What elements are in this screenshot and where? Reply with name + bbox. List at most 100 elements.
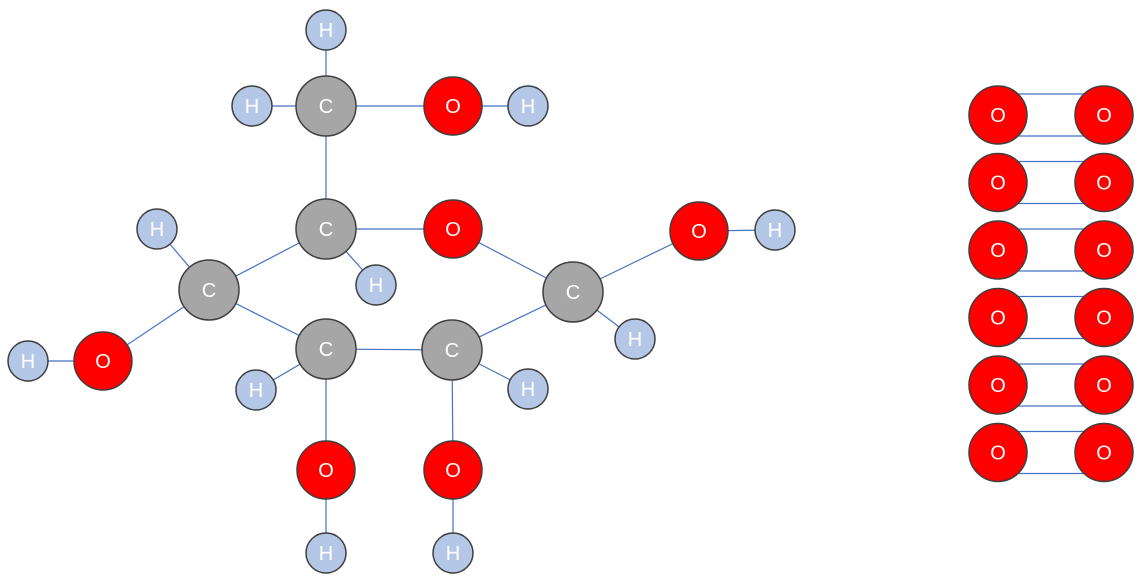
oxygen-atom-label: O	[990, 308, 1006, 330]
hydrogen-atom-label: H	[245, 96, 259, 118]
oxygen-atom: O	[423, 199, 483, 259]
hydrogen-atom-label: H	[249, 380, 263, 402]
oxygen-atom-label: O	[990, 240, 1006, 262]
carbon-atom: C	[295, 318, 357, 380]
hydrogen-atom-label: H	[150, 219, 164, 241]
oxygen-atom-label: O	[990, 375, 1006, 397]
carbon-atom: C	[542, 261, 604, 323]
oxygen-atom: O	[968, 422, 1028, 483]
hydrogen-atom-circle	[231, 85, 273, 127]
oxygen-atom-label: O	[990, 105, 1006, 127]
oxygen-atom-circle	[968, 355, 1028, 415]
oxygen-atom: O	[968, 85, 1028, 145]
carbon-atom-circle	[542, 261, 604, 323]
hydrogen-atom-label: H	[21, 351, 35, 373]
carbon-atom-label: C	[319, 339, 333, 361]
hydrogen-atom-circle	[507, 368, 549, 410]
hydrogen-atom-circle	[305, 532, 347, 574]
carbon-atom-circle	[178, 259, 240, 321]
carbon-atom-label: C	[445, 340, 459, 362]
oxygen-atom-circle	[1074, 152, 1134, 213]
oxygen-atom: O	[968, 355, 1028, 415]
hydrogen-atom-circle	[7, 340, 49, 382]
oxygen-atom: O	[1074, 85, 1134, 145]
oxygen-atom-circle	[968, 152, 1028, 213]
oxygen-atom-circle	[73, 331, 133, 391]
oxygen-atom-circle	[1074, 220, 1134, 280]
hydrogen-atom: H	[305, 9, 347, 51]
oxygen-atom-circle	[968, 422, 1028, 483]
hydrogen-atom-circle	[305, 9, 347, 51]
oxygen-atom: O	[1074, 422, 1134, 483]
hydrogen-atom: H	[231, 85, 273, 127]
oxygen-atom-label: O	[445, 219, 461, 241]
oxygen-atom-label: O	[1096, 375, 1112, 397]
oxygen-atom-circle	[1074, 355, 1134, 415]
oxygen-atom: O	[968, 287, 1028, 348]
oxygen-atom-label: O	[1096, 443, 1112, 465]
hydrogen-atom: H	[754, 209, 796, 251]
hydrogen-atom: H	[507, 368, 549, 410]
oxygen-atom: O	[296, 440, 356, 500]
oxygen-atom: O	[968, 152, 1028, 213]
oxygen-atom-label: O	[1096, 105, 1112, 127]
oxygen-atom-label: O	[318, 460, 334, 482]
oxygen-atom-circle	[296, 440, 356, 500]
oxygen-atom: O	[423, 76, 483, 136]
hydrogen-atom-label: H	[319, 20, 333, 42]
hydrogen-atom: H	[305, 532, 347, 574]
hydrogen-atom-label: H	[521, 96, 535, 118]
oxygen-atom-label: O	[1096, 308, 1112, 330]
hydrogen-atom-label: H	[768, 220, 782, 242]
oxygen-atom-circle	[423, 76, 483, 136]
carbon-atom: C	[178, 259, 240, 321]
oxygen-atom-label: O	[691, 221, 707, 243]
hydrogen-atom-label: H	[521, 379, 535, 401]
hydrogen-atom-circle	[432, 532, 474, 574]
oxygen-atom-circle	[1074, 422, 1134, 483]
oxygen-atom-circle	[1074, 287, 1134, 348]
hydrogen-atom-circle	[507, 85, 549, 127]
hydrogen-atom-circle	[754, 209, 796, 251]
oxygen-atom: O	[1074, 220, 1134, 280]
oxygen-atom-circle	[1074, 85, 1134, 145]
carbon-atom-label: C	[566, 282, 580, 304]
oxygen-atom-label: O	[445, 96, 461, 118]
hydrogen-atom-circle	[614, 318, 656, 360]
carbon-atom: C	[295, 75, 357, 137]
hydrogen-atom: H	[432, 532, 474, 574]
oxygen-atom-label: O	[95, 351, 111, 373]
oxygen-atom-circle	[423, 440, 483, 500]
oxygen-atom-label: O	[990, 173, 1006, 195]
hydrogen-atom: H	[235, 369, 277, 411]
hydrogen-atom: H	[136, 208, 178, 250]
hydrogen-atom-label: H	[369, 275, 383, 297]
hydrogen-atom: H	[355, 264, 397, 306]
oxygen-atom-circle	[968, 85, 1028, 145]
oxygen-atom-circle	[968, 220, 1028, 280]
hydrogen-atom: H	[614, 318, 656, 360]
oxygen-atom-label: O	[445, 460, 461, 482]
oxygen-atom: O	[1074, 355, 1134, 415]
oxygen-atom-label: O	[1096, 240, 1112, 262]
hydrogen-atom-circle	[136, 208, 178, 250]
oxygen-atom: O	[1074, 287, 1134, 348]
oxygen-atom: O	[968, 220, 1028, 280]
hydrogen-atom-label: H	[319, 543, 333, 565]
hydrogen-atom: H	[507, 85, 549, 127]
hydrogen-atom: H	[7, 340, 49, 382]
oxygen-atom: O	[73, 331, 133, 391]
oxygen-atom-label: O	[990, 443, 1006, 465]
oxygen-atom: O	[1074, 152, 1134, 213]
glucose-bonds	[28, 30, 776, 553]
hydrogen-atom-label: H	[628, 329, 642, 351]
